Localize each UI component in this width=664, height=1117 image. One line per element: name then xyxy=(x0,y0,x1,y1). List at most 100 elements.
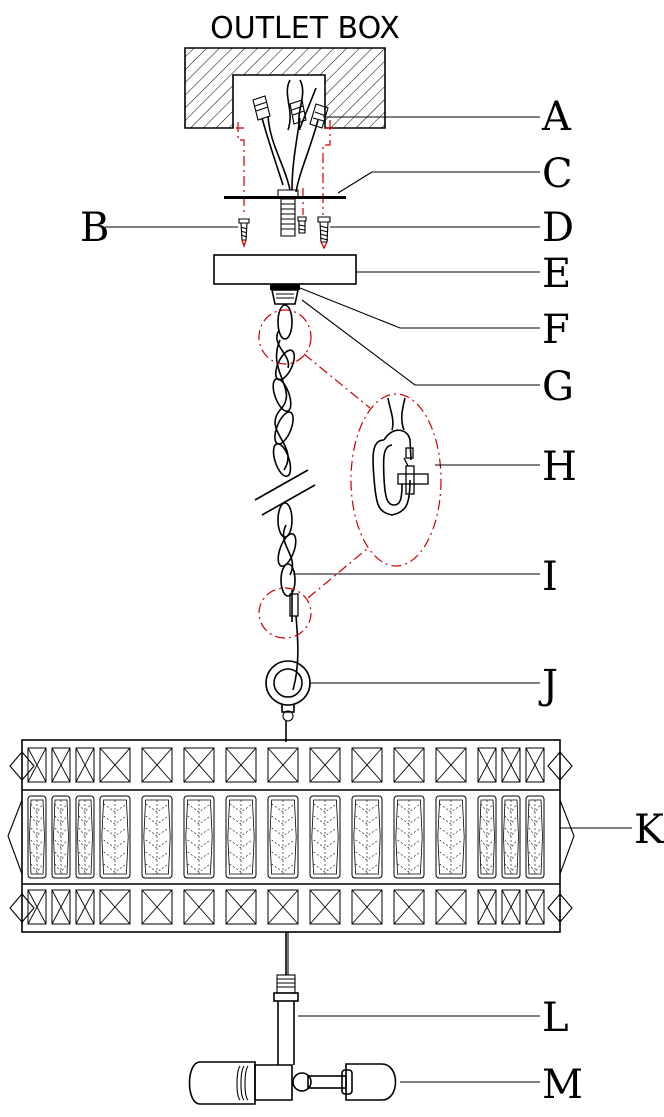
crystal-top xyxy=(99,747,131,783)
crystal-top-cross xyxy=(477,747,497,783)
chain xyxy=(254,304,316,691)
crystal-middle xyxy=(351,795,383,879)
callout-l: L xyxy=(542,995,569,1041)
quick-link-detail xyxy=(372,397,429,516)
callout-k: K xyxy=(634,807,664,853)
crystal-top xyxy=(183,747,215,783)
crystal-shade xyxy=(7,739,575,933)
crystal-bottom xyxy=(435,889,467,925)
crystal-top xyxy=(477,747,497,783)
crystal-middle xyxy=(51,795,71,879)
crystal-top-cross xyxy=(99,747,131,783)
crystal-lattice xyxy=(480,800,494,874)
outlet-box xyxy=(184,47,386,129)
crystal-top xyxy=(267,747,299,783)
mounting-screws xyxy=(238,216,331,250)
canopy-nut xyxy=(270,284,300,305)
crystal-middle xyxy=(393,795,425,879)
detail-highlights xyxy=(258,309,442,639)
crystal-bottom xyxy=(351,889,383,925)
crystal-top xyxy=(75,747,95,783)
screw-alignment-lines xyxy=(236,120,333,215)
crystal-bottom xyxy=(501,889,521,925)
crystal-top-cross xyxy=(435,747,467,783)
crystal-top xyxy=(525,747,545,783)
leader-lines xyxy=(105,116,632,1083)
crystal-bottom-cross xyxy=(267,889,299,925)
crystal-top-cross xyxy=(351,747,383,783)
crystal-middle xyxy=(183,795,215,879)
crystal-top-cross xyxy=(525,747,545,783)
mounting-strap xyxy=(224,189,346,237)
crystal-bottom-cross xyxy=(75,889,95,925)
crystal-bottom-cross xyxy=(27,889,47,925)
crystal-bottom xyxy=(393,889,425,925)
crystal-bottom-cross xyxy=(393,889,425,925)
crystal-bottom-cross xyxy=(477,889,497,925)
crystal-bottom xyxy=(99,889,131,925)
canopy xyxy=(213,254,357,285)
crystal-bottom-cross xyxy=(99,889,131,925)
crystal-lattice xyxy=(355,800,379,874)
crystal-facet xyxy=(353,799,381,875)
crystal-middle xyxy=(435,795,467,879)
crystal-facet xyxy=(29,799,45,875)
crystal-bottom-cross xyxy=(225,889,257,925)
crystal-bottom-cross xyxy=(435,889,467,925)
crystal-lattice xyxy=(78,800,92,874)
crystal-lattice xyxy=(229,800,253,874)
crystal-bottom-cross xyxy=(309,889,341,925)
crystal-top xyxy=(393,747,425,783)
callout-j: J xyxy=(538,662,558,708)
crystal-lattice xyxy=(528,800,542,874)
crystal-top xyxy=(27,747,47,783)
threaded-nipple xyxy=(273,974,299,1065)
crystal-bottom xyxy=(75,889,95,925)
crystal-bottom-cross xyxy=(51,889,71,925)
crystal-facet xyxy=(311,799,339,875)
crystal-lattice xyxy=(187,800,211,874)
crystal-lattice xyxy=(504,800,518,874)
callout-g: G xyxy=(542,364,574,410)
loop-ring xyxy=(265,660,311,742)
crystal-top xyxy=(51,747,71,783)
crystal-middle xyxy=(525,795,545,879)
crystal-bottom-cross xyxy=(183,889,215,925)
callout-e: E xyxy=(542,251,571,297)
callout-b: B xyxy=(80,205,109,251)
crystal-bottom-cross xyxy=(141,889,173,925)
crystal-middle xyxy=(141,795,173,879)
crystal-middle xyxy=(501,795,521,879)
crystal-lattice xyxy=(145,800,169,874)
crystal-facet xyxy=(503,799,519,875)
wire-connectors xyxy=(252,79,329,193)
crystal-lattice xyxy=(103,800,127,874)
callout-m: M xyxy=(542,1062,583,1108)
crystal-top-cross xyxy=(267,747,299,783)
crystal-top-cross xyxy=(393,747,425,783)
crystal-facet xyxy=(185,799,213,875)
crystal-lattice xyxy=(439,800,463,874)
crystal-lattice xyxy=(30,800,44,874)
crystal-facet xyxy=(269,799,297,875)
crystal-bottom xyxy=(309,889,341,925)
crystal-lattice xyxy=(54,800,68,874)
crystal-bottom-cross xyxy=(501,889,521,925)
socket-cluster xyxy=(188,1061,397,1105)
crystal-middle xyxy=(75,795,95,879)
crystal-bottom-cross xyxy=(351,889,383,925)
crystal-top xyxy=(435,747,467,783)
crystal-top xyxy=(351,747,383,783)
crystal-lattice xyxy=(397,800,421,874)
outlet-box-title: OUTLET BOX xyxy=(210,11,400,46)
crystal-facet xyxy=(53,799,69,875)
crystal-facet xyxy=(143,799,171,875)
crystal-top-cross xyxy=(75,747,95,783)
crystal-middle xyxy=(225,795,257,879)
crystal-facet xyxy=(527,799,543,875)
callout-i: I xyxy=(542,554,558,600)
crystal-top-cross xyxy=(309,747,341,783)
crystal-top xyxy=(141,747,173,783)
crystal-middle xyxy=(99,795,131,879)
